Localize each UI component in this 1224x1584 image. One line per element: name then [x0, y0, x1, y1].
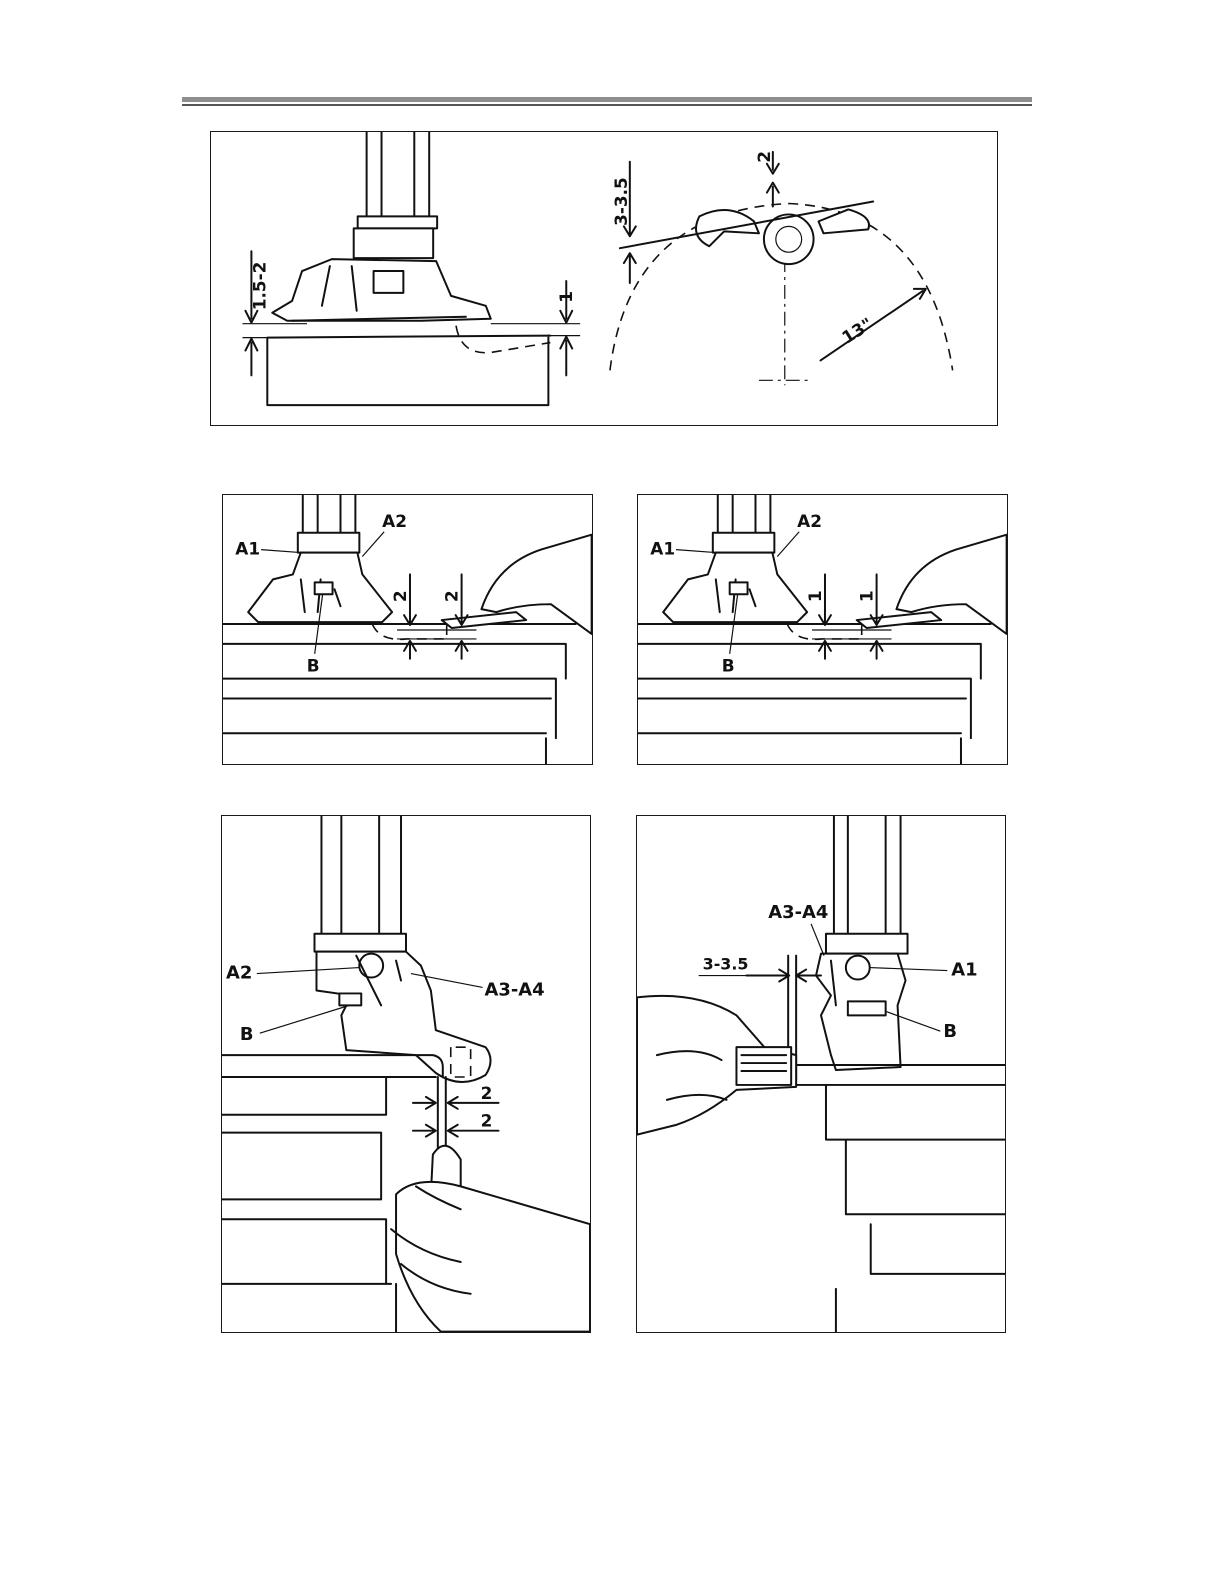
- figure-4-gap-2-label: 2: [481, 1111, 493, 1131]
- figure-5-part-a1-label: A1: [951, 960, 977, 981]
- figure-4-panel: A2 A3-A4 B 2 2: [221, 815, 591, 1333]
- figure-1-side-gap-label: 3-3.5: [611, 177, 631, 226]
- figure-2-drawing: A1 A2 B 2 2: [223, 495, 592, 764]
- figure-1-right-gap-label: 1: [556, 291, 576, 303]
- figure-4-drawing: A2 A3-A4 B 2 2: [222, 816, 590, 1332]
- figure-3-part-a2-label: A2: [797, 511, 822, 531]
- figure-1-drawing: 1.5-2 1 2 3-3.5 13": [211, 132, 997, 425]
- figure-1-top-gap-label: 2: [754, 151, 774, 163]
- figure-1-radius-label: 13": [838, 313, 876, 347]
- figure-3-part-b-label: B: [722, 656, 735, 676]
- figure-1-left-gap-label: 1.5-2: [249, 262, 269, 311]
- figure-2-panel: A1 A2 B 2 2: [222, 494, 593, 765]
- figure-5-gap-label: 3-3.5: [703, 955, 749, 974]
- figure-3-part-a1-label: A1: [650, 539, 675, 559]
- figure-2-gap-1-label: 2: [390, 590, 410, 602]
- figure-4-part-a3-a4-label: A3-A4: [485, 979, 545, 1000]
- figure-5-drawing: A3-A4 A1 B 3-3.5: [637, 816, 1005, 1332]
- figure-3-panel: A1 A2 B 1 1: [637, 494, 1008, 765]
- figure-4-part-a2-label: A2: [226, 963, 252, 984]
- figure-3-gap-1-label: 1: [805, 590, 825, 602]
- figure-4-gap-1-label: 2: [481, 1083, 493, 1103]
- figure-2-gap-2-label: 2: [442, 590, 462, 602]
- figure-3-drawing: A1 A2 B 1 1: [638, 495, 1007, 764]
- figure-1-panel: 1.5-2 1 2 3-3.5 13": [210, 131, 998, 426]
- figure-5-part-a3-a4-label: A3-A4: [768, 902, 828, 923]
- figure-3-gap-2-label: 1: [857, 590, 877, 602]
- header-rule-underline: [182, 104, 1032, 106]
- figure-5-part-b-label: B: [943, 1021, 957, 1042]
- figure-4-part-b-label: B: [240, 1024, 254, 1045]
- figure-2-part-a1-label: A1: [235, 539, 260, 559]
- header-rule: [182, 97, 1032, 102]
- figure-5-panel: A3-A4 A1 B 3-3.5: [636, 815, 1006, 1333]
- figure-2-part-b-label: B: [307, 656, 320, 676]
- figure-2-part-a2-label: A2: [382, 511, 407, 531]
